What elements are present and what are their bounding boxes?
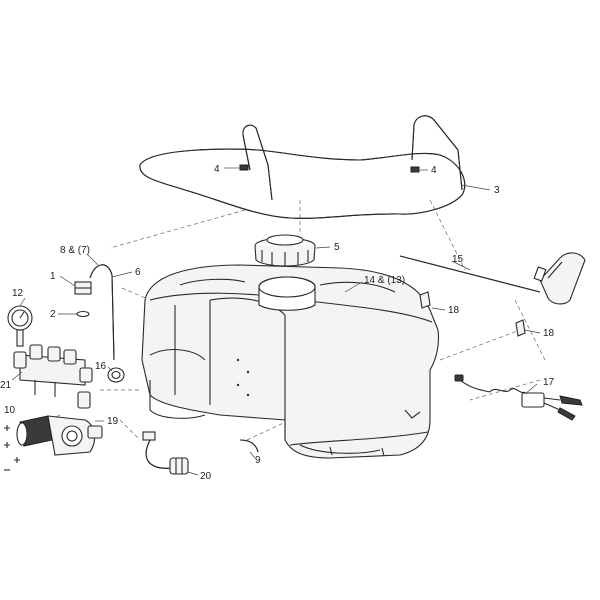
- callout-labels: 4 4 3 5 8 & (7) 1 6 14 & (13) 15 12 2 18…: [0, 164, 555, 482]
- spray-wand: [399, 252, 586, 305]
- roll-bar-frame: [139, 115, 466, 219]
- elbow-hose: [142, 431, 189, 475]
- callout-12: 12: [12, 288, 24, 299]
- callout-4-right: 4: [431, 165, 437, 176]
- callout-5: 5: [334, 242, 340, 253]
- callout-19: 19: [107, 416, 119, 427]
- callout-1: 1: [50, 271, 56, 282]
- fitting: [74, 281, 92, 318]
- callout-8-and-7: 8 & (7): [60, 245, 90, 256]
- callout-6: 6: [135, 267, 141, 278]
- callout-20: 20: [200, 471, 212, 482]
- callout-15: 15: [452, 254, 464, 265]
- leader-lines: [11, 167, 541, 476]
- fill-cap: [254, 234, 316, 267]
- spray-tank: [141, 264, 440, 459]
- callout-21: 21: [0, 380, 12, 391]
- pump: [16, 415, 103, 456]
- callout-2: 2: [50, 309, 56, 320]
- screw-icon: [4, 425, 20, 471]
- callout-16: 16: [95, 361, 107, 372]
- hose-clip-icon: [419, 291, 526, 337]
- callout-18-upper: 18: [448, 305, 460, 316]
- callout-10: 10: [4, 405, 16, 416]
- callout-3: 3: [494, 185, 500, 196]
- callout-18-lower: 18: [543, 328, 555, 339]
- manifold: [13, 344, 93, 409]
- pressure-gauge: [7, 305, 33, 347]
- callout-9: 9: [255, 455, 261, 466]
- suction-tube: [89, 264, 115, 361]
- callout-17: 17: [543, 377, 555, 388]
- callout-14-and-13: 14 & (13): [364, 275, 405, 286]
- elbow-fitting: [239, 439, 259, 453]
- inline-filter: [107, 367, 125, 383]
- clip-icon: [239, 164, 420, 173]
- battery-cable: [454, 374, 583, 421]
- callout-4-left: 4: [214, 164, 220, 175]
